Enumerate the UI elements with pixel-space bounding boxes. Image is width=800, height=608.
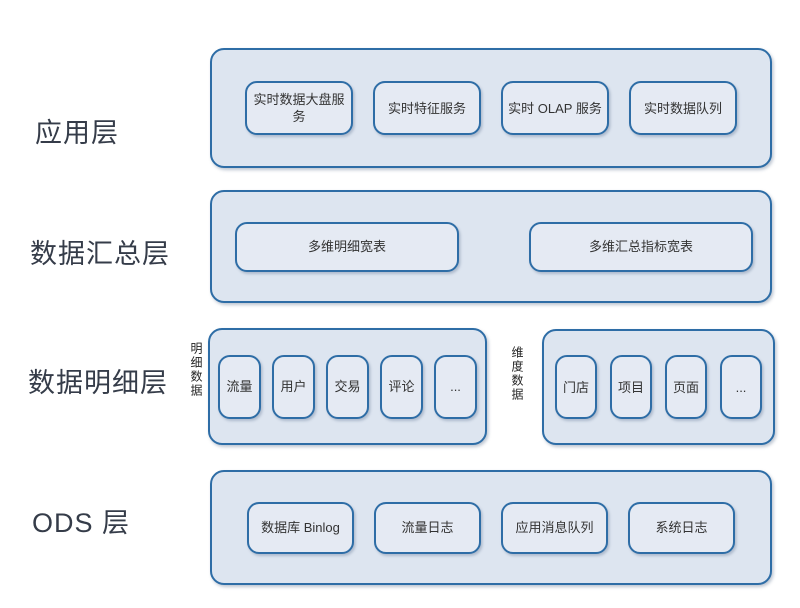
group-ods-sources: 数据库 Binlog 流量日志 应用消息队列 系统日志	[210, 470, 772, 585]
box-project: 项目	[610, 355, 652, 419]
box-system-log: 系统日志	[628, 501, 735, 554]
group-dimension-data: 门店 项目 页面 ...	[542, 329, 775, 445]
box-transaction: 交易	[326, 354, 369, 419]
box-traffic: 流量	[218, 354, 261, 419]
group-application-services: 实时数据大盘服务 实时特征服务 实时 OLAP 服务 实时数据队列	[210, 48, 772, 168]
layer-label-data-detail: 数据明细层	[28, 368, 168, 398]
box-realtime-dashboard-service: 实时数据大盘服务	[245, 81, 353, 135]
box-page: 页面	[665, 355, 707, 419]
box-realtime-feature-service: 实时特征服务	[373, 81, 481, 135]
box-database-binlog: 数据库 Binlog	[247, 501, 354, 554]
layer-label-ods: ODS 层	[32, 508, 131, 538]
box-ellipsis-detail: ...	[434, 354, 477, 419]
group-detail-data: 流量 用户 交易 评论 ...	[208, 328, 487, 445]
box-multidim-detail-wide-table: 多维明细宽表	[235, 221, 459, 272]
box-app-message-queue: 应用消息队列	[501, 501, 608, 554]
box-comment: 评论	[380, 354, 423, 419]
side-label-dimension-data: 维度数据	[510, 346, 524, 402]
layer-label-data-summary: 数据汇总层	[30, 239, 170, 269]
box-realtime-olap-service: 实时 OLAP 服务	[501, 81, 609, 135]
box-traffic-log: 流量日志	[374, 501, 481, 554]
box-multidim-summary-metric-wide-table: 多维汇总指标宽表	[529, 221, 753, 272]
group-summary-tables: 多维明细宽表 多维汇总指标宽表	[210, 190, 772, 303]
box-user: 用户	[272, 354, 315, 419]
side-label-detail-data: 明细数据	[189, 342, 203, 398]
box-store: 门店	[555, 355, 597, 419]
layer-label-application: 应用层	[35, 118, 119, 148]
box-ellipsis-dimension: ...	[720, 355, 762, 419]
box-realtime-data-queue: 实时数据队列	[629, 81, 737, 135]
